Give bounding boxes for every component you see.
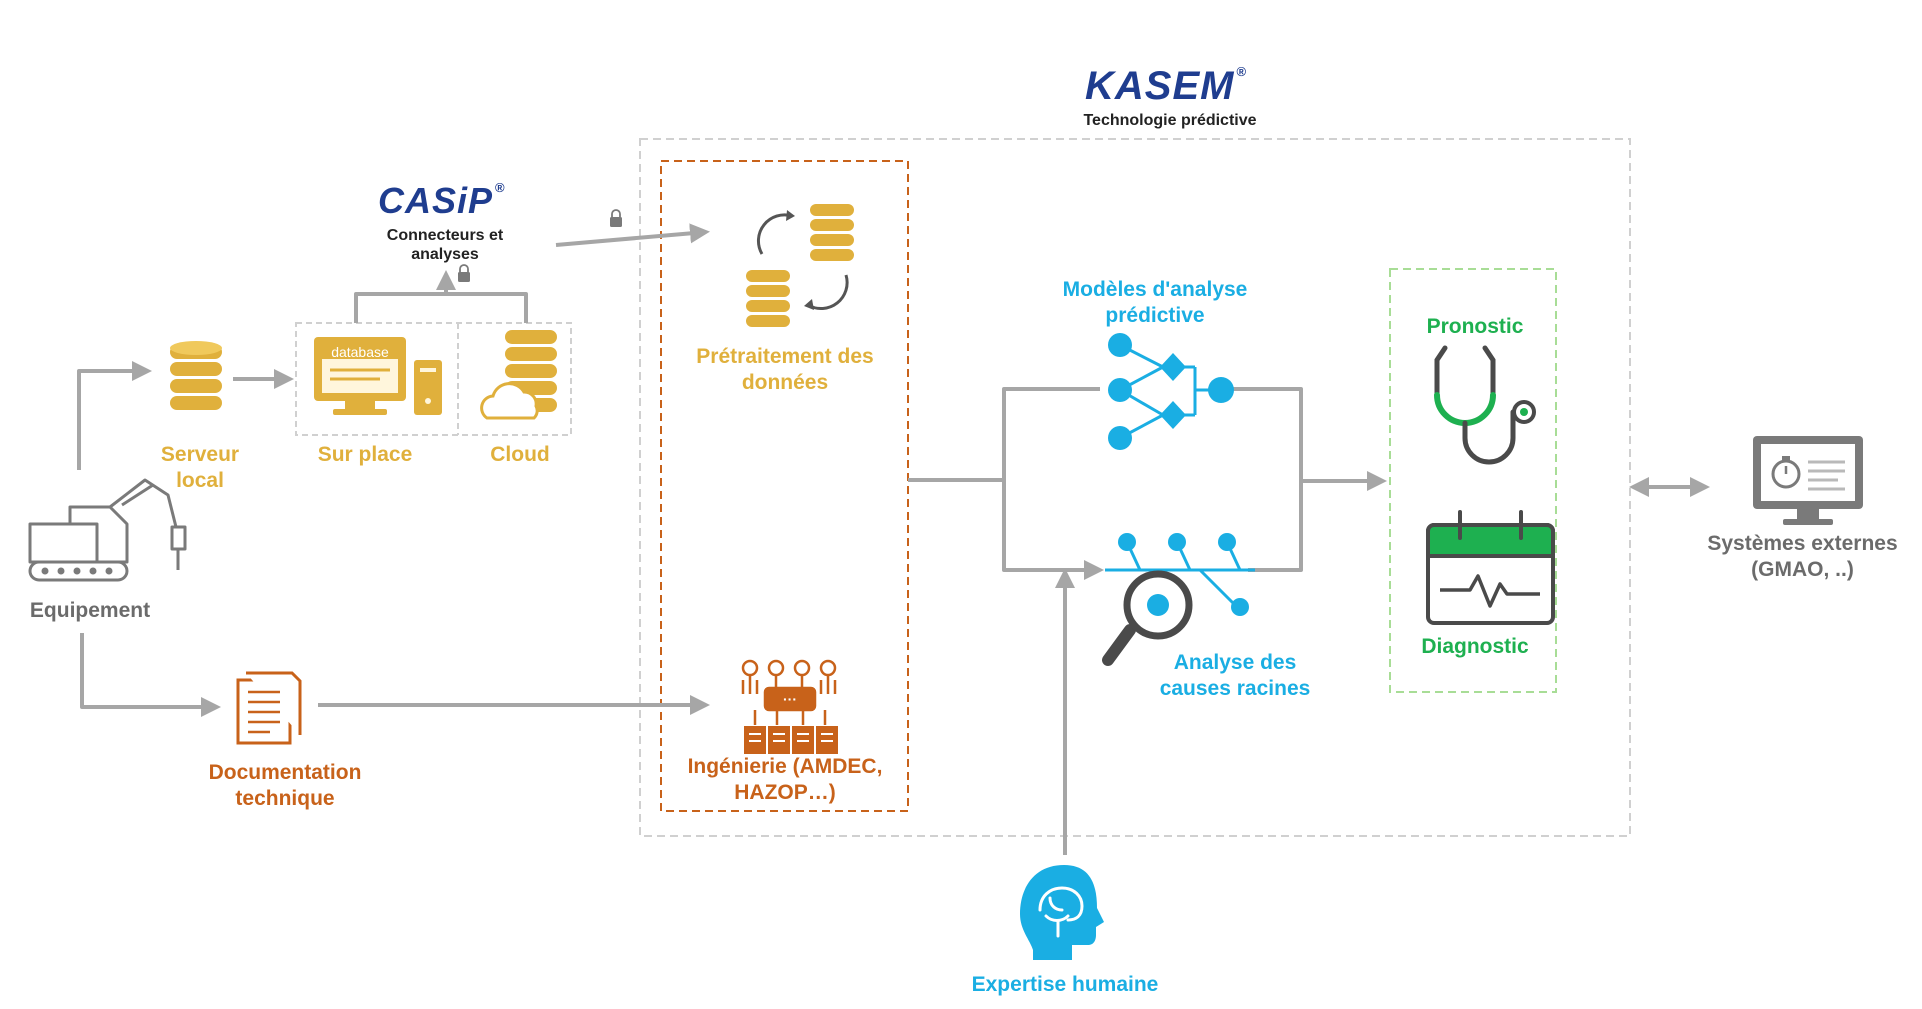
ingenierie-label: Ingénierie (AMDEC, HAZOP…) (687, 755, 883, 805)
lock-icon (458, 264, 470, 282)
cloud-database-icon (480, 330, 557, 420)
desktop-computer-icon (314, 337, 442, 415)
human-brain-icon (1020, 865, 1104, 960)
casip-registered-mark: ® (495, 180, 506, 195)
kasem-subtitle: Technologie prédictive (1083, 112, 1257, 129)
kasem-container (639, 138, 1631, 837)
equipment-to-documentation-arrow (80, 633, 221, 717)
kasem-logo-text: KASEM (1085, 64, 1235, 108)
lock-icon (610, 209, 622, 227)
equipement-label: Equipement (29, 599, 151, 622)
kasem-registered-mark: ® (1236, 64, 1248, 79)
analyse-causes-label: Analyse des causes racines (1159, 651, 1311, 701)
local-sources-container (295, 322, 572, 436)
refresh-database-icon (746, 204, 854, 327)
documentation-label: Documentation technique (208, 761, 362, 811)
pretraitement-label: Prétraitement des données (696, 345, 874, 395)
systemes-externes-label: Systèmes externes (GMAO, ..) (1707, 532, 1898, 582)
casip-subtitle: Connecteurs et analyses (386, 227, 504, 264)
stethoscope-icon (1434, 345, 1536, 465)
root-cause-magnifier-icon (1102, 533, 1255, 666)
sources-to-casip-arrow (354, 274, 528, 323)
database-badge-label: database (331, 344, 389, 360)
sur-place-label: Sur place (317, 443, 413, 466)
sources-to-analysis-line (908, 387, 1100, 570)
casip-logo: CASiP® (378, 180, 506, 222)
data-sources-container (660, 160, 909, 812)
expertise-humaine-label: Expertise humaine (971, 973, 1159, 996)
cloud-label: Cloud (490, 443, 550, 466)
database-icon (170, 341, 222, 410)
serveur-local-label: Serveur local (160, 443, 240, 493)
document-icon (236, 671, 302, 745)
diagnostic-label: Diagnostic (1421, 635, 1529, 658)
connectors (77, 223, 1710, 855)
casip-to-preprocessing-arrow (555, 223, 710, 247)
casip-logo-text: CASiP (378, 180, 494, 221)
equipment-to-server-arrow (77, 361, 152, 470)
outputs-container (1389, 268, 1557, 693)
svg-text:···: ··· (783, 691, 797, 707)
calendar-heartbeat-icon (1426, 510, 1555, 625)
pronostic-label: Pronostic (1426, 315, 1524, 338)
kasem-logo: KASEM® (1085, 64, 1247, 109)
monitor-stopwatch-icon (1753, 436, 1863, 525)
neural-network-icon (1108, 333, 1234, 450)
engineering-network-icon: ··· (741, 659, 838, 754)
modeles-label: Modèles d'analyse prédictive (1062, 278, 1248, 328)
excavator-icon (28, 478, 187, 582)
